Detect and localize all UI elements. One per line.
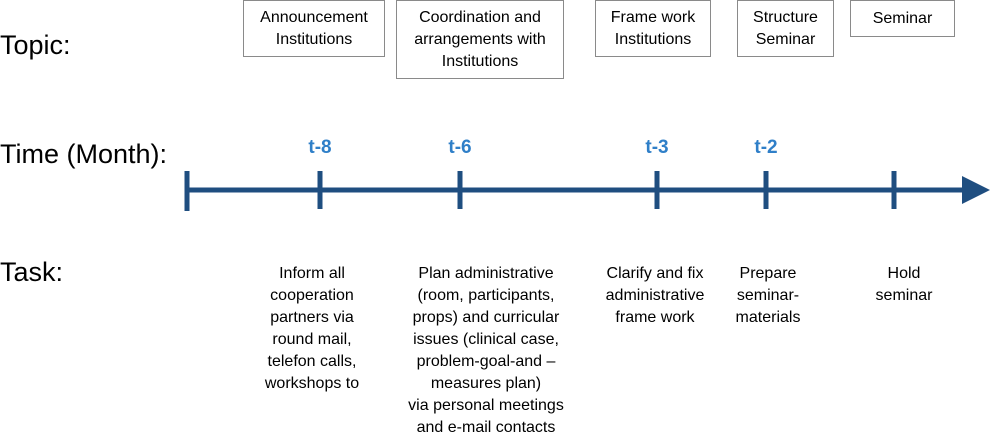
- task-inform-partners: Inform all cooperation partners via roun…: [264, 265, 360, 392]
- topic-row-label: Topic:: [0, 30, 71, 60]
- time-label-t6: t-6: [448, 137, 472, 158]
- task-prepare-materials: Prepare seminar- materials: [735, 265, 801, 326]
- timeline-arrowhead: [962, 176, 990, 204]
- topic-box-framework: Frame work Institutions: [595, 0, 711, 57]
- task-clarify-framework: Clarify and fix administrative frame wor…: [605, 265, 705, 326]
- topic-label: Structure Seminar: [753, 8, 818, 48]
- topic-label: Frame work Institutions: [610, 8, 696, 48]
- topic-box-coordination: Coordination and arrangements with Insti…: [396, 0, 564, 79]
- topic-box-seminar: Seminar: [850, 0, 955, 37]
- task-hold-seminar: Hold seminar: [875, 265, 933, 304]
- time-label-t8: t-8: [308, 137, 332, 158]
- topic-label: Seminar: [872, 9, 933, 27]
- task-row-label: Task:: [0, 257, 64, 287]
- time-label-t3: t-3: [645, 137, 669, 158]
- time-row-label: Time (Month):: [0, 139, 168, 169]
- topic-box-announcement: Announcement Institutions: [243, 0, 385, 57]
- task-plan-administrative: Plan administrative (room, participants,…: [408, 265, 564, 436]
- time-label-t2: t-2: [754, 137, 778, 158]
- topic-box-structure: Structure Seminar: [737, 0, 834, 57]
- topic-label: Coordination and arrangements with Insti…: [414, 8, 546, 70]
- topic-label: Announcement Institutions: [260, 8, 368, 48]
